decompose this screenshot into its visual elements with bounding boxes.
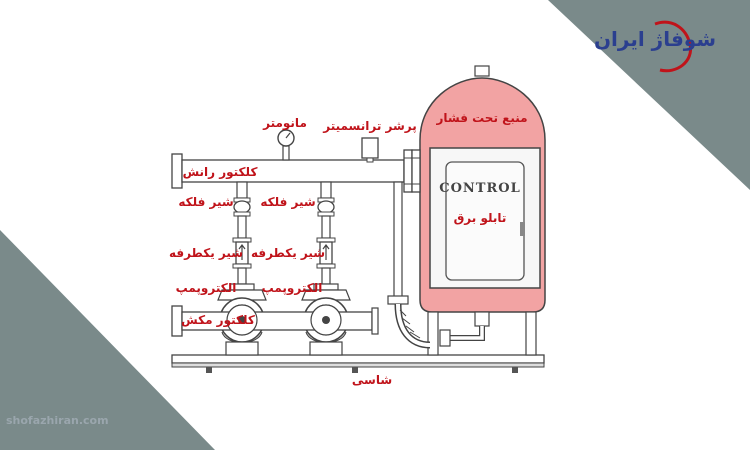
corner-shape-bottom-left (0, 230, 215, 450)
panel-door (445, 161, 525, 281)
panel-handle (520, 222, 525, 236)
label-gate-valve-1: شیر فلکه (178, 195, 233, 209)
label-pressure-transmitter: پرشر ترانسمیتر (322, 119, 417, 133)
label-control-panel: تابلو برق (454, 211, 507, 226)
gate-valve-2-icon (317, 200, 335, 214)
website-url: shofazhiran.com (6, 414, 109, 427)
tank-top-cap (474, 65, 490, 77)
logo-swoosh (654, 20, 693, 73)
discharge-flange-left (171, 153, 183, 189)
tank-leg-left (427, 311, 439, 356)
gate-valve-1-icon (233, 200, 251, 214)
chassis (171, 354, 545, 373)
label-check-valve-1: شیر یکطرفه (169, 246, 243, 260)
tank-connection-pipe (387, 181, 431, 349)
label-tank: منبع تحت فشار (435, 111, 527, 125)
label-check-valve-2: شیر یکطرفه (251, 246, 325, 260)
brand-logo: شوفاژ ایران (594, 20, 716, 73)
discharge-collector (171, 149, 421, 193)
label-electropump-2: الکتروپمپ (262, 281, 323, 296)
corner-shape-top-right (548, 0, 750, 190)
control-text: CONTROL (439, 181, 521, 196)
manometer (277, 129, 295, 161)
label-electropump-1: الکتروپمپ (176, 281, 237, 296)
discharge-flange-right (403, 149, 413, 193)
label-discharge-collector: کلکتور رانش (183, 165, 258, 180)
label-manometer: مانومتر (262, 116, 307, 131)
label-suction-collector: کلکتور مکش (181, 313, 255, 328)
transmitter-body (361, 137, 379, 159)
label-chassis: شاسی (352, 373, 392, 387)
tank-leg-right (525, 311, 537, 356)
control-panel: CONTROL (429, 147, 541, 289)
pressure-transmitter (361, 137, 379, 163)
label-gate-valve-2: شیر فلکه (260, 195, 315, 209)
logo-text: شوفاژ ایران (594, 27, 716, 51)
